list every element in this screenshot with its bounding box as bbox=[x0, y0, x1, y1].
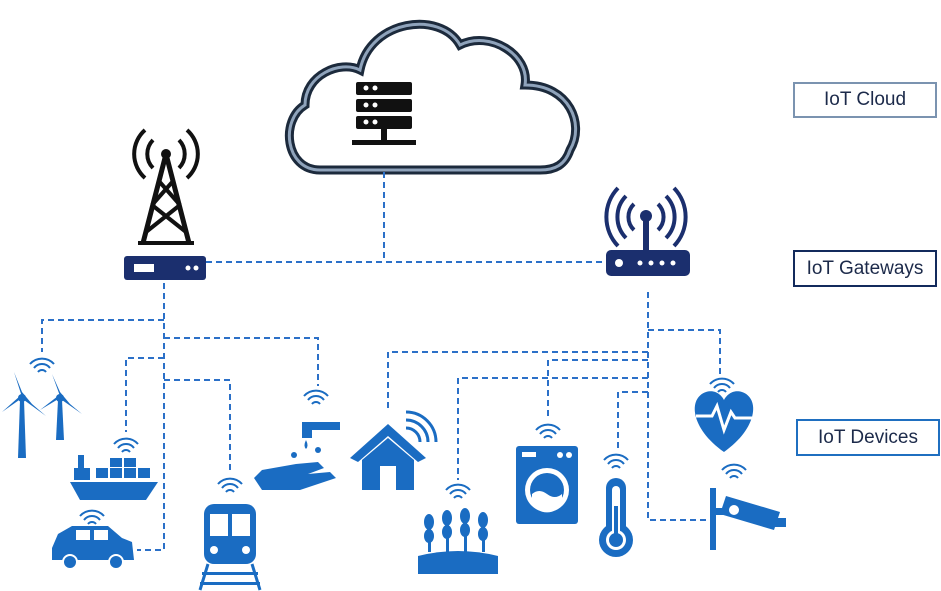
smart-home-icon bbox=[350, 410, 438, 490]
water-tap-icon bbox=[254, 389, 340, 490]
gateway-box-icon bbox=[124, 256, 206, 280]
cargo-ship-icon bbox=[70, 437, 158, 500]
legend-iot-gateways-label: IoT Gateways bbox=[806, 257, 924, 279]
legend-iot-gateways: IoT Gateways bbox=[793, 250, 937, 287]
legend-iot-cloud: IoT Cloud bbox=[793, 82, 937, 118]
thermometer-icon bbox=[599, 453, 633, 557]
network-links bbox=[41, 172, 721, 551]
crop-field-icon bbox=[418, 483, 498, 574]
legend-iot-devices: IoT Devices bbox=[796, 419, 940, 456]
wind-turbine-icon bbox=[2, 357, 82, 458]
train-icon bbox=[198, 477, 262, 591]
wifi-router-icon bbox=[604, 186, 690, 276]
cell-tower-icon bbox=[132, 128, 200, 245]
legend-iot-cloud-label: IoT Cloud bbox=[823, 89, 907, 110]
security-camera-icon bbox=[710, 463, 786, 550]
car-icon bbox=[52, 509, 134, 570]
washing-machine-icon bbox=[516, 423, 578, 524]
server-icon bbox=[352, 82, 416, 145]
server-cloud-icon bbox=[285, 19, 581, 175]
legend-iot-devices-label: IoT Devices bbox=[818, 426, 918, 448]
heart-rate-icon bbox=[694, 377, 754, 452]
